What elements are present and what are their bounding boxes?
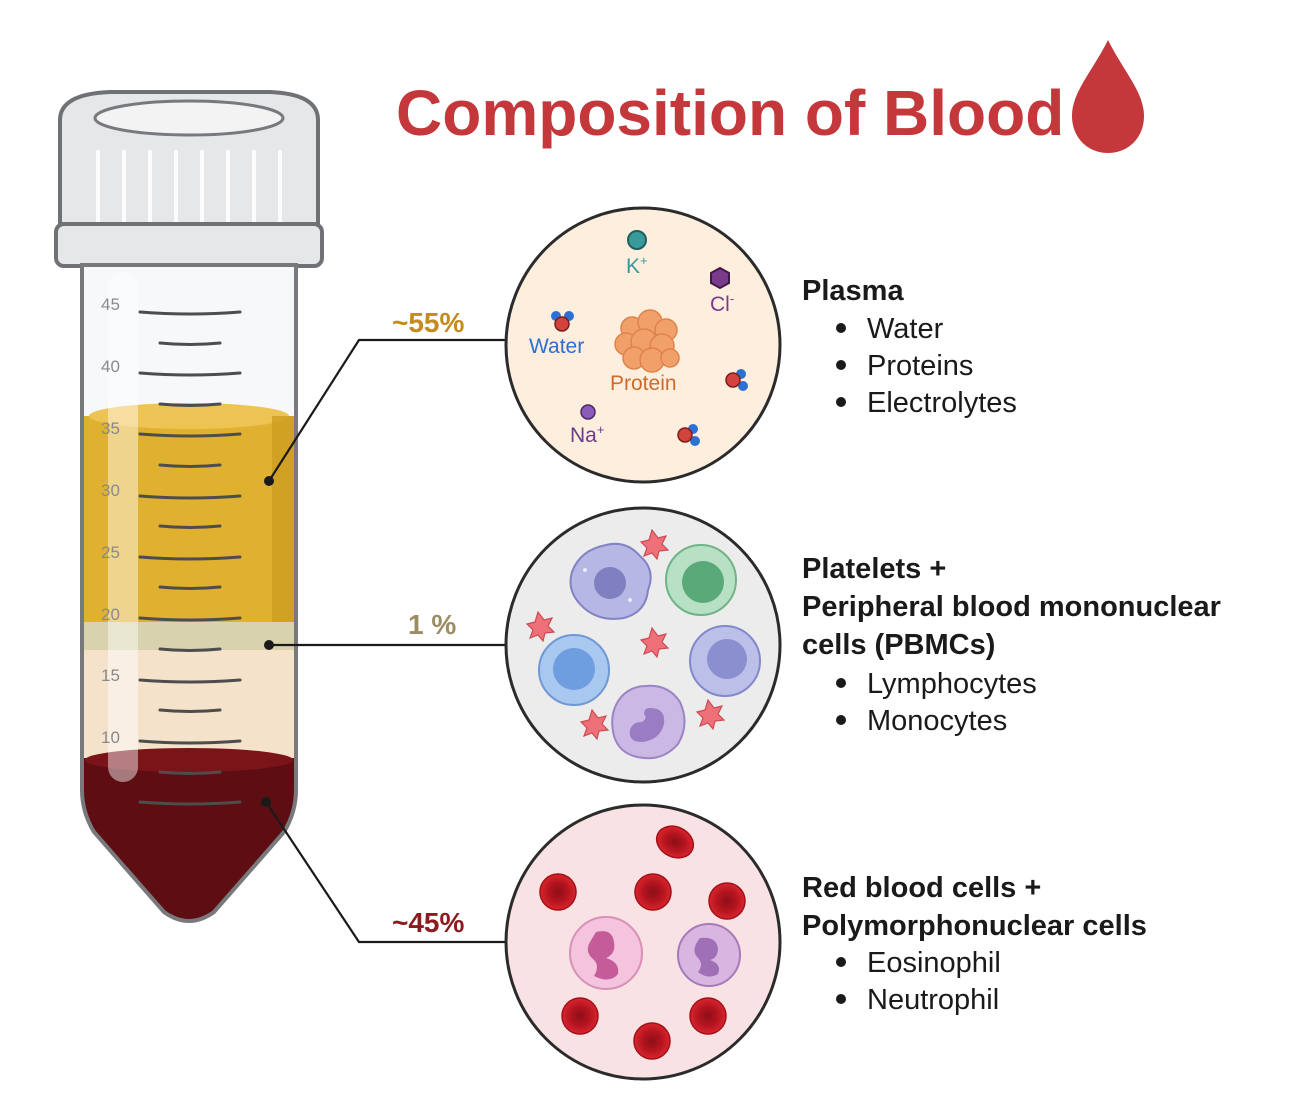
plasma-magnified-view: K+ Cl- Water Protein Na+ (504, 206, 782, 484)
potassium-label: K+ (626, 253, 648, 278)
protein-label: Protein (610, 372, 677, 395)
graduation-label: 35 (101, 419, 120, 438)
plasma-percent: ~55% (392, 307, 464, 338)
red-blood-cell-icon (655, 825, 695, 859)
eosinophil-icon (569, 916, 643, 990)
graduation-label: 25 (101, 543, 120, 562)
red-blood-cell-icon (561, 997, 599, 1035)
buffy-coat-layer (82, 622, 296, 650)
rbc-connector-dot (261, 797, 271, 807)
rbc-description: Red blood cells + Polymorphonuclear cell… (802, 872, 1147, 1016)
plasma-item-proteins: Proteins (867, 350, 973, 382)
red-blood-cell-icon (634, 873, 672, 911)
pbmc-magnified-view (504, 506, 782, 784)
water-molecule-icon (551, 311, 574, 332)
graduation-label: 40 (101, 357, 120, 376)
chloride-label: Cl- (710, 291, 734, 316)
potassium-icon (627, 230, 647, 250)
pbmc-item-lymphocytes: Lymphocytes (867, 668, 1037, 700)
platelet-icon (639, 626, 670, 659)
bullet-icon (836, 994, 846, 1004)
graduation-label: 10 (101, 728, 120, 747)
bullet-icon (836, 323, 846, 333)
graduation-label: 20 (101, 605, 120, 624)
plasma-heading: Plasma (802, 275, 904, 307)
platelet-icon (579, 708, 610, 741)
sodium-icon (580, 404, 596, 420)
red-blood-cell-icon (539, 873, 577, 911)
graduation-label: 15 (101, 666, 120, 685)
protein-icon (614, 309, 680, 373)
platelet-icon (525, 610, 556, 643)
lymphocyte-icon (689, 625, 761, 697)
plasma-item-water: Water (867, 313, 944, 345)
bullet-icon (836, 715, 846, 725)
lymphocyte-icon (665, 544, 737, 616)
platelet-icon (639, 528, 670, 561)
tube-graduations: 45 40 35 30 25 20 15 10 (101, 295, 120, 747)
pbmc-heading-line-1: Platelets + (802, 553, 946, 585)
red-blood-cell-icon (633, 1022, 671, 1060)
monocyte-icon (611, 684, 686, 760)
neutrophil-icon (677, 923, 741, 987)
graduation-label: 30 (101, 481, 120, 500)
platelet-icon (695, 698, 726, 731)
water-molecule-icon (725, 369, 748, 391)
rbc-item-eosinophil: Eosinophil (867, 947, 1001, 979)
buffy-coat-percent: 1 % (408, 609, 456, 640)
plasma-connector-dot (264, 476, 274, 486)
plasma-separator-layer (82, 650, 296, 758)
platelet-group (525, 528, 726, 741)
red-blood-cell-icon (708, 882, 746, 920)
bullet-icon (836, 360, 846, 370)
red-blood-cell-icon (689, 997, 727, 1035)
rbc-item-neutrophil: Neutrophil (867, 984, 999, 1016)
buffy-connector-dot (264, 640, 274, 650)
pbmc-heading-line-2: Peripheral blood mononuclear (802, 591, 1221, 623)
blood-drop-icon (1072, 40, 1144, 153)
rbc-percent: ~45% (392, 907, 464, 938)
bullet-icon (836, 678, 846, 688)
plasma-description: Plasma Water Proteins Electrolytes (802, 275, 1017, 419)
chloride-icon (710, 266, 730, 290)
graduation-label: 45 (101, 295, 120, 314)
water-label: Water (529, 335, 584, 358)
pbmc-item-monocytes: Monocytes (867, 705, 1007, 737)
monocyte-icon (569, 542, 652, 620)
plasma-item-electrolytes: Electrolytes (867, 387, 1017, 419)
bullet-icon (836, 957, 846, 967)
bullet-icon (836, 397, 846, 407)
rbc-heading-line-1: Red blood cells + (802, 872, 1041, 904)
tube-cap (54, 90, 324, 268)
centrifuge-tube (54, 90, 324, 923)
rbc-magnified-view (504, 803, 782, 1081)
water-molecule-icon (677, 424, 700, 446)
sodium-label: Na+ (570, 422, 604, 447)
pbmc-description: Platelets + Peripheral blood mononuclear… (802, 553, 1221, 737)
pbmc-heading-line-3: cells (PBMCs) (802, 629, 995, 661)
layer-connectors (265, 338, 510, 944)
rbc-heading-line-2: Polymorphonuclear cells (802, 910, 1147, 942)
page-title: Composition of Blood (396, 77, 1064, 149)
lymphocyte-icon (538, 634, 610, 706)
